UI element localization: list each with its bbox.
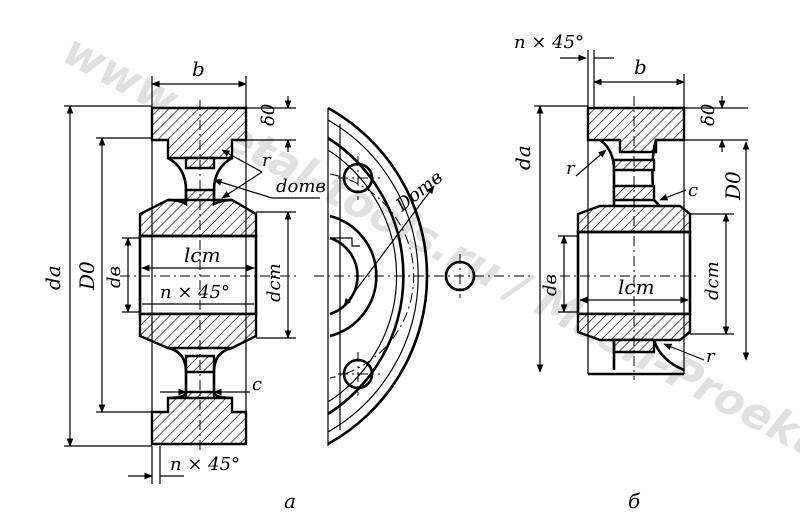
label-D0: D0 bbox=[75, 261, 99, 291]
label-l-st-view-b: lст bbox=[618, 275, 655, 299]
label-dv-view-b: dв bbox=[540, 274, 561, 296]
label-da: da bbox=[41, 265, 65, 290]
label-D0-view-b: D0 bbox=[721, 171, 745, 201]
label-r-top: r bbox=[566, 158, 576, 179]
label-da-view-b: da bbox=[511, 145, 535, 170]
label-c: c bbox=[252, 374, 262, 395]
caption-a: а bbox=[284, 489, 296, 513]
label-l-st: lст bbox=[184, 243, 221, 267]
view-b-labels: n × 45° b δ0 da r c D0 dв lст dст r б bbox=[511, 32, 745, 513]
half-front-view bbox=[314, 106, 530, 446]
view-b-section bbox=[560, 96, 700, 380]
label-c-view-b: c bbox=[688, 180, 698, 201]
label-n45-inner: n × 45° bbox=[160, 282, 230, 303]
label-delta0: δ0 bbox=[258, 104, 279, 126]
caption-b: б bbox=[628, 489, 641, 513]
label-delta0-view-b: δ0 bbox=[698, 104, 719, 126]
view-a-section bbox=[120, 100, 300, 452]
label-d-st: dст bbox=[264, 263, 285, 302]
label-b: b bbox=[192, 57, 205, 81]
view-a-labels: b δ0 r dотв da D0 dв lст n × 45° dст c n… bbox=[41, 57, 326, 513]
label-dv: dв bbox=[104, 266, 125, 288]
label-r-bottom: r bbox=[706, 346, 716, 367]
label-d-st-view-b: dст bbox=[702, 261, 723, 300]
view-a-dimensions bbox=[64, 76, 320, 484]
label-n45-top: n × 45° bbox=[514, 32, 584, 53]
label-b-view-b: b bbox=[634, 55, 647, 79]
view-b-dimensions bbox=[534, 50, 750, 373]
label-d-otv: dотв bbox=[276, 176, 326, 197]
label-r: r bbox=[262, 150, 272, 171]
label-n45-bottom: n × 45° bbox=[170, 454, 240, 475]
